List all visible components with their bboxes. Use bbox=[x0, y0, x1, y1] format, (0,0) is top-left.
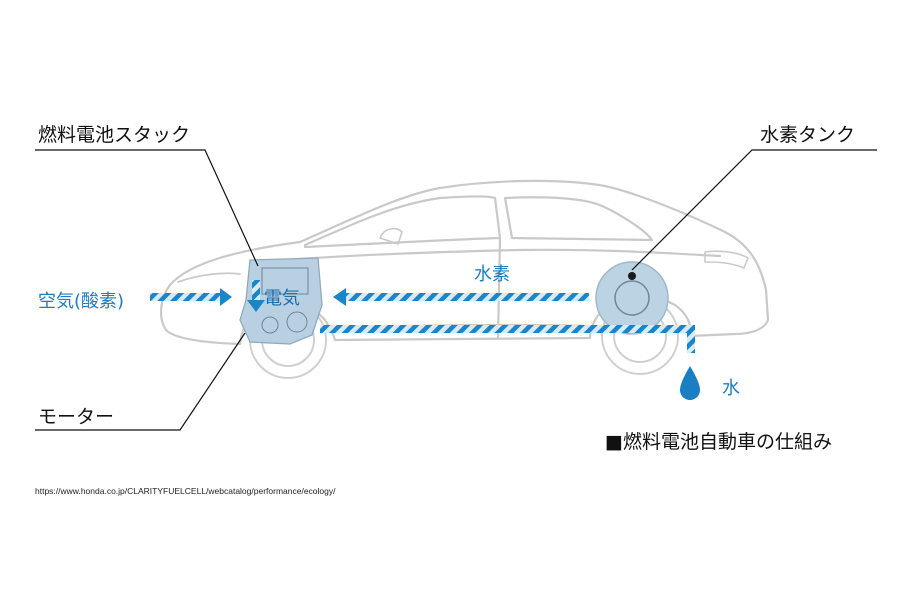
hydrogen-tank-label: 水素タンク bbox=[760, 124, 856, 146]
source-url: https://www.honda.co.jp/CLARITYFUELCELL/… bbox=[35, 486, 336, 496]
diagram-caption: ■燃料電池自動車の仕組み bbox=[605, 431, 832, 453]
air-flow-arrow bbox=[150, 288, 232, 306]
hydrogen-flow-arrow bbox=[333, 288, 589, 306]
hydrogen-label: 水素 bbox=[474, 264, 510, 285]
water-label: 水 bbox=[722, 378, 740, 399]
water-flow-line bbox=[320, 325, 695, 353]
electricity-label: 電気 bbox=[264, 288, 300, 309]
electricity-arrow bbox=[247, 280, 265, 312]
fuel-cell-stack-shape bbox=[239, 257, 323, 345]
hydrogen-tank-shape bbox=[595, 261, 669, 335]
motor-label: モーター bbox=[38, 406, 115, 428]
water-drop-icon bbox=[680, 366, 700, 400]
fuel-cell-stack-label: 燃料電池スタック bbox=[38, 124, 191, 146]
leader-lines bbox=[35, 149, 877, 431]
air-label: 空気(酸素) bbox=[38, 291, 125, 312]
